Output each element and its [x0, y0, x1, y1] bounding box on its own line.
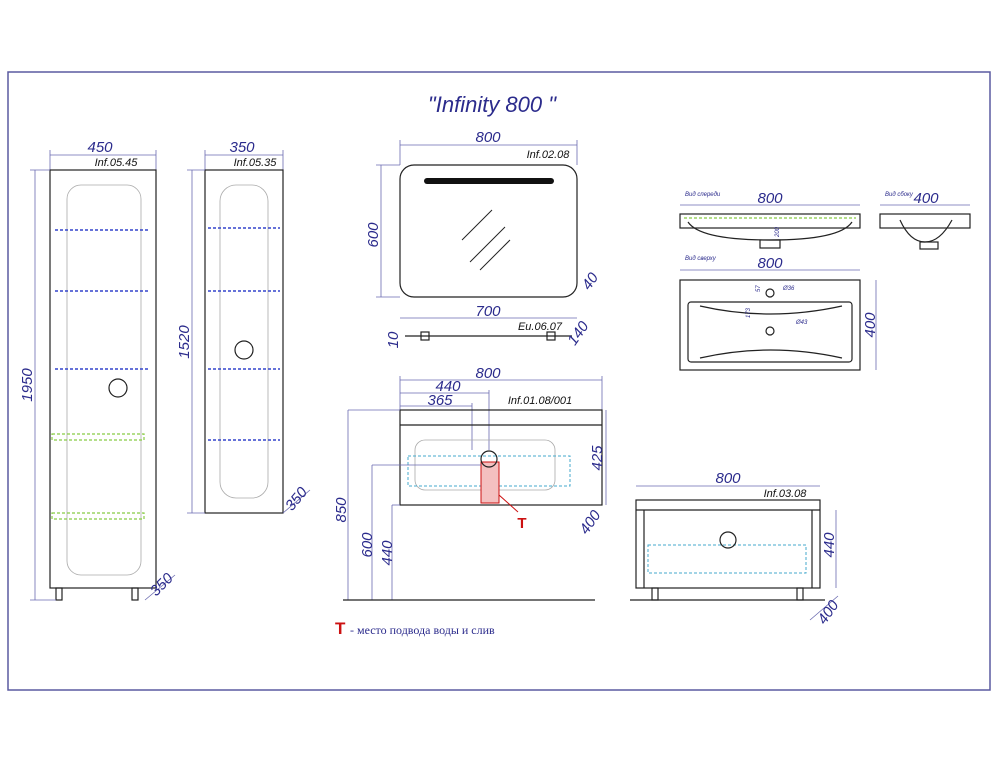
tall-depth: 350 [147, 569, 177, 599]
vanity-offset-365: 365 [427, 392, 453, 409]
narrow-cabinet: 350 Inf.05.35 1520 350 [176, 139, 312, 514]
basin-top-label: Вид сверху [685, 256, 717, 262]
vanity-offset-440: 440 [435, 378, 461, 395]
base-code: Inf.03.08 [764, 488, 808, 500]
handle-icon [108, 378, 128, 398]
basin-dim-57: 57 [756, 285, 762, 292]
sheet-frame [7, 71, 991, 691]
mirror-height: 600 [365, 222, 382, 248]
basin-dim-173: 173 [746, 307, 752, 318]
base-height: 440 [821, 532, 838, 558]
narrow-width: 350 [229, 139, 255, 156]
basin-views: Вид спереди 800 200 Вид сбоку 400 Вид св… [679, 190, 971, 371]
base-width: 800 [715, 470, 741, 487]
basin-top-width: 800 [757, 255, 783, 272]
base-depth: 400 [814, 597, 843, 628]
base-cabinet: 800 Inf.03.08 440 400 [630, 470, 843, 628]
legend: T - место подвода воды и слив [335, 619, 495, 638]
tall-cabinet: 450 Inf.05.45 1950 350 [19, 139, 177, 601]
mirror-depth: 40 [579, 269, 603, 293]
legend-marker: T [335, 619, 346, 638]
glass-shelf: 700 Eu.06.07 10 140 [385, 303, 593, 349]
vanity-height-600: 600 [359, 532, 376, 558]
shelf-code: Eu.06.07 [518, 321, 563, 333]
basin-front-width: 800 [757, 190, 783, 207]
narrow-height: 1520 [176, 325, 193, 359]
mirror: 800 Inf.02.08 600 40 [365, 129, 603, 298]
basin-front-height: 200 [775, 226, 781, 238]
shelf-width: 700 [475, 303, 501, 320]
handle-icon [719, 531, 737, 549]
vanity-height-440: 440 [379, 540, 396, 566]
mirror-width: 800 [475, 129, 501, 146]
basin-tap-hole: Ø36 [782, 286, 795, 292]
handle-icon [480, 450, 498, 468]
vanity-code: Inf.01.08/001 [508, 395, 572, 407]
legend-text: - место подвода воды и слив [350, 623, 495, 637]
water-marker: T [517, 515, 526, 532]
basin-side-label: Вид сбоку [885, 192, 914, 198]
vanity-unit: 800 440 365 Inf.01.08/001 T 425 400 850 … [333, 365, 607, 601]
handle-icon [234, 340, 254, 360]
page-title: "Infinity 800 " [428, 92, 557, 117]
basin-front-label: Вид спереди [685, 192, 721, 198]
vanity-height: 425 [589, 445, 606, 471]
vanity-width: 800 [475, 365, 501, 382]
basin-drain-hole: Ø43 [795, 320, 808, 326]
shelf-depth: 140 [564, 318, 593, 349]
tall-width: 450 [87, 139, 113, 156]
mirror-code: Inf.02.08 [527, 149, 571, 161]
shelf-height: 10 [385, 331, 402, 348]
tall-code: Inf.05.45 [95, 157, 139, 169]
basin-side-width: 400 [913, 190, 939, 207]
tall-height: 1950 [19, 368, 36, 402]
narrow-code: Inf.05.35 [234, 157, 278, 169]
vanity-total-height: 850 [333, 497, 350, 523]
basin-top-depth: 400 [862, 312, 879, 338]
vanity-depth: 400 [576, 507, 605, 538]
